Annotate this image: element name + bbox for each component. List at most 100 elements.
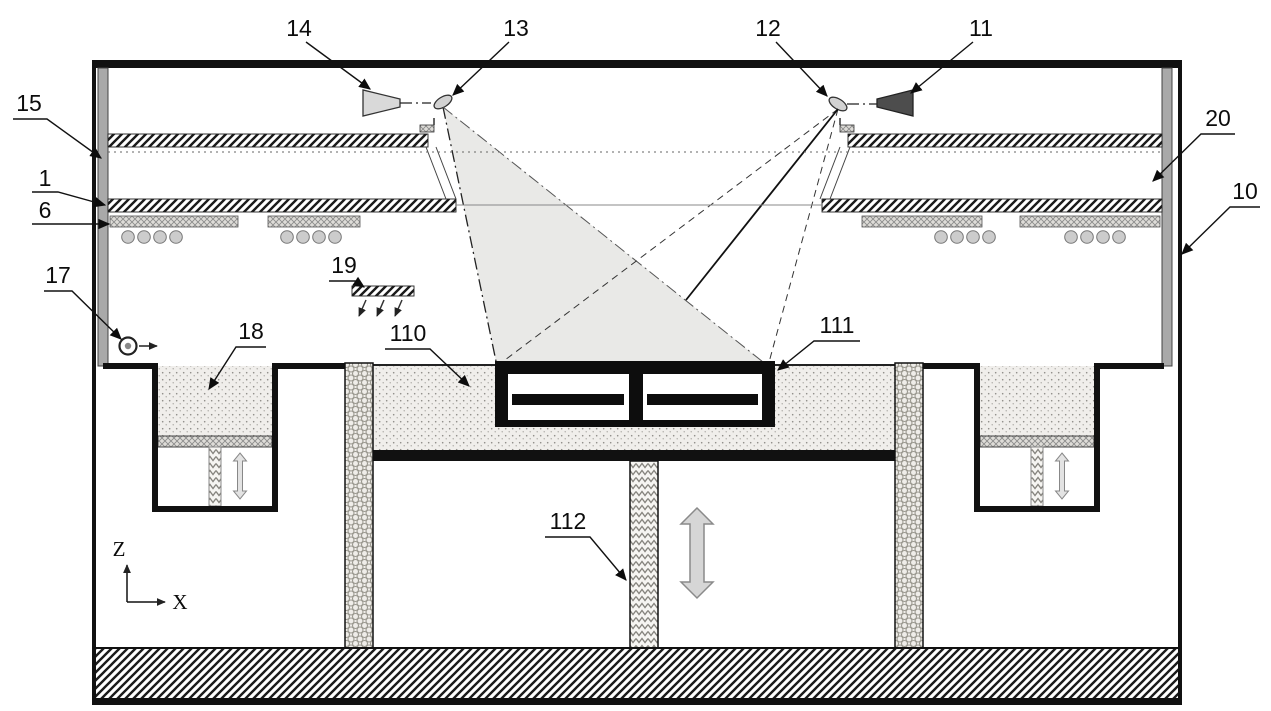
ref-label-18: 18 [238, 318, 264, 344]
feed-bottom-left [152, 506, 278, 512]
feed-powder-left [158, 366, 272, 436]
laser-source-right [876, 89, 914, 117]
beam-paths [108, 106, 1162, 367]
rail-upper-right [847, 133, 1163, 148]
trough-base-plate [373, 450, 895, 461]
ref-label-1: 1 [39, 165, 52, 191]
feed-piston-rod-left [208, 446, 222, 507]
leader-15 [13, 118, 102, 159]
ref-label-15: 15 [16, 90, 42, 116]
roller-set-right-a [934, 230, 996, 244]
feed-wall-left-a [152, 363, 158, 512]
optics [362, 89, 914, 117]
feed-wall-right-b [1094, 363, 1100, 512]
leader-20 [1152, 133, 1235, 182]
dispenser-strip-left-a [109, 215, 239, 228]
guide-chute-right-a [829, 146, 851, 200]
feed-powder-right [980, 366, 1094, 436]
circulation-pump [118, 336, 158, 356]
ref-label-13: 13 [503, 15, 529, 41]
beam-cone-right-edge-b [767, 108, 839, 367]
ref-label-20: 20 [1205, 105, 1231, 131]
rail-lower-left [107, 198, 457, 213]
ref-label-14: 14 [286, 15, 312, 41]
guide-chute-left-b [435, 146, 457, 200]
axis-z-label: Z [113, 537, 126, 561]
housing-right-wall [1178, 60, 1182, 705]
machine-housing [92, 60, 1182, 705]
feed-lift-arrow-right [1054, 452, 1070, 500]
guide-chute-right-b [819, 146, 841, 200]
beam-cone-left-edge-b [442, 106, 769, 367]
leader-111 [777, 340, 860, 371]
dispenser-strip-right-b [1019, 215, 1161, 228]
scanner-mirror-left [433, 94, 453, 110]
ref-label-17: 17 [45, 262, 71, 288]
ref-label-110: 110 [390, 320, 427, 346]
gas-nozzle-block [351, 285, 415, 317]
powder-line-seg-3 [922, 363, 975, 369]
ref-label-12: 12 [755, 15, 781, 41]
ref-label-6: 6 [39, 197, 52, 223]
recoater-rails [107, 118, 1163, 213]
housing-left-wall [92, 60, 96, 705]
nozzle-flow-arrow-2 [376, 299, 385, 317]
frame-post-center [629, 361, 643, 427]
nozzle-bar [351, 285, 415, 297]
rail-lower-right [821, 198, 1163, 213]
leader-13 [452, 41, 510, 96]
leader-10 [1181, 206, 1260, 255]
carrier-hook-left [419, 124, 435, 133]
ground [96, 647, 1178, 698]
feed-piston-plate-left [157, 435, 273, 448]
frame-shelf-left [512, 394, 624, 405]
scanner-mirror-right [828, 96, 848, 112]
lift-column-center [629, 460, 659, 649]
ref-label-10: 10 [1232, 178, 1258, 204]
powder-line-seg-4 [1099, 363, 1164, 369]
roller-set-right-b [1064, 230, 1126, 244]
rail-upper-left [107, 133, 429, 148]
roller-set-left-b [280, 230, 342, 244]
feed-lift-arrow-left [232, 452, 248, 500]
build-platform-frame [495, 361, 775, 427]
leader-17 [44, 290, 122, 340]
laser-source-left [362, 89, 401, 117]
nozzle-flow-arrow-1 [358, 299, 367, 317]
reference-labels: 14 13 12 11 15 1 6 17 18 19 110 111 112 … [13, 15, 1260, 581]
leader-110 [385, 348, 470, 387]
dispenser-strip-right-a [861, 215, 983, 228]
ground-hatch [96, 648, 1178, 698]
leader-19 [329, 276, 365, 288]
housing-bottom-wall [92, 697, 1182, 705]
leader-112 [545, 536, 627, 581]
dispenser-strip-left-b [267, 215, 361, 228]
feed-piston-rod-right [1030, 446, 1044, 507]
coordinate-axis: Z X [113, 537, 188, 614]
guide-chute-left-a [425, 146, 447, 200]
powder-line-seg-1 [103, 363, 153, 369]
feed-container-right [974, 363, 1100, 512]
feed-bottom-right [974, 506, 1100, 512]
frame-post-right [762, 361, 775, 427]
feed-piston-plate-right [979, 435, 1095, 448]
feed-wall-right-a [974, 363, 980, 512]
dispenser-units [109, 215, 1161, 244]
frame-shelf-right [647, 394, 758, 405]
leader-1 [32, 191, 107, 208]
ref-label-111: 111 [820, 312, 855, 338]
frame-bottom-bar [495, 420, 775, 427]
beam-cone-left-edge-a [442, 106, 498, 367]
lift-arrow-large [679, 506, 715, 600]
right-chamber-panel [1161, 67, 1173, 367]
leader-11 [910, 41, 974, 94]
ref-label-19: 19 [331, 252, 357, 278]
carrier-hook-right [839, 124, 855, 133]
support-column-left [344, 362, 374, 649]
ref-label-11: 11 [969, 15, 993, 41]
powder-line-seg-2 [277, 363, 346, 369]
leader-18 [208, 346, 266, 391]
leader-14 [305, 41, 371, 90]
leader-12 [775, 41, 828, 97]
